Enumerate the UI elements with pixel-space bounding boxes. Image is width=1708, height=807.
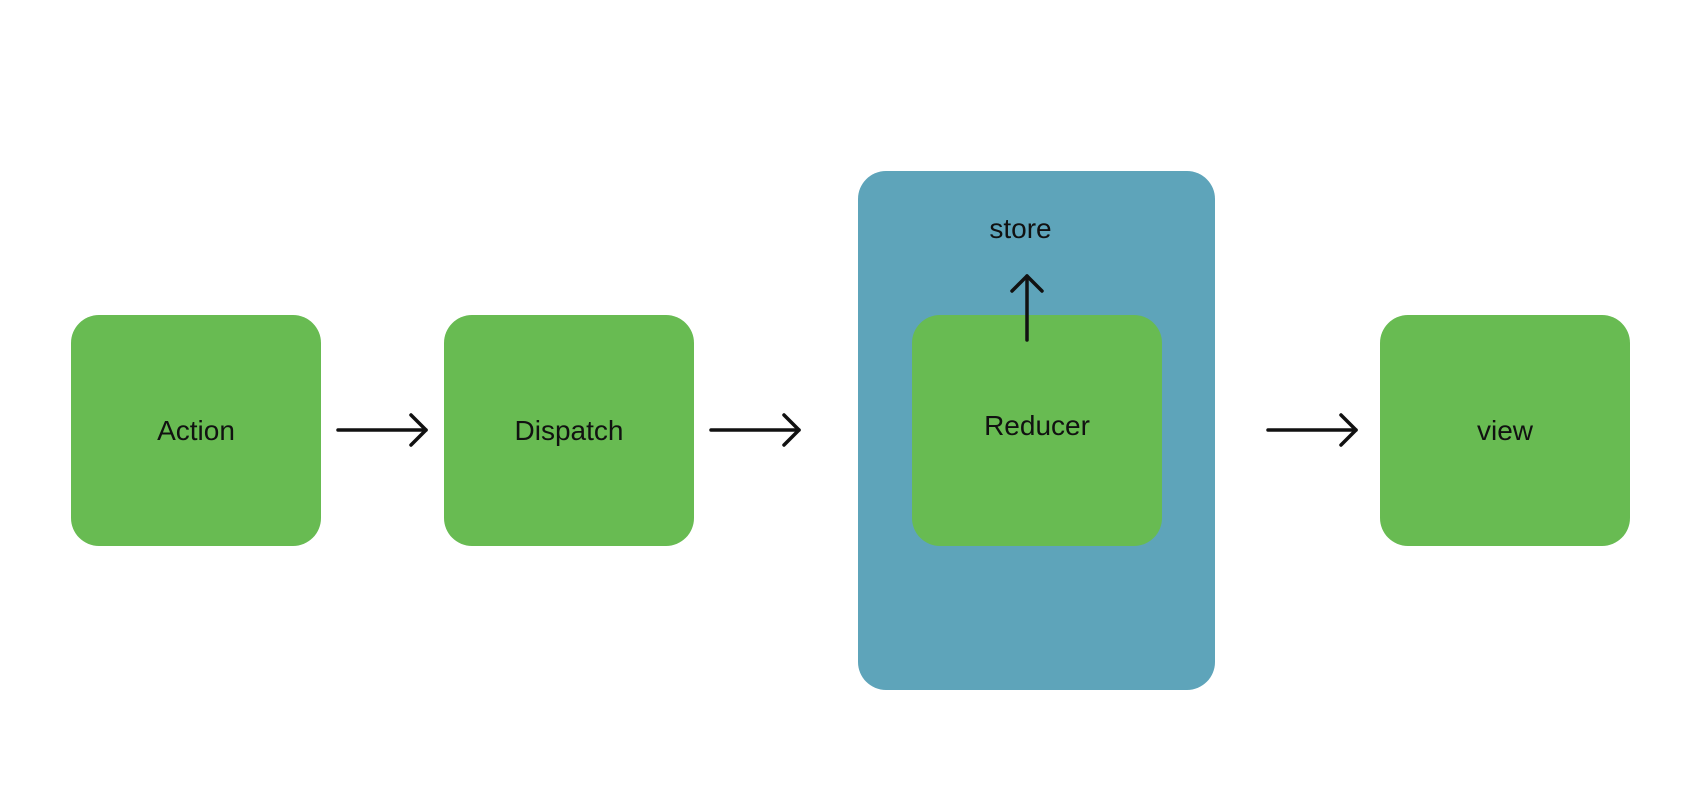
reducer-node: Reducer — [912, 315, 1162, 546]
arrow-reducer-to-store — [1009, 272, 1045, 342]
arrow-store-to-view — [1266, 412, 1362, 448]
view-label: view — [1476, 414, 1533, 446]
action-label: Action — [157, 414, 235, 446]
reducer-label: Reducer — [984, 409, 1090, 441]
store-label: store — [989, 213, 1052, 244]
view-node: view — [1380, 315, 1630, 546]
arrow-dispatch-to-store — [709, 412, 805, 448]
action-node: Action — [71, 315, 321, 546]
arrow-action-to-dispatch — [336, 412, 432, 448]
dispatch-label: Dispatch — [514, 414, 624, 446]
dispatch-node: Dispatch — [444, 315, 694, 546]
